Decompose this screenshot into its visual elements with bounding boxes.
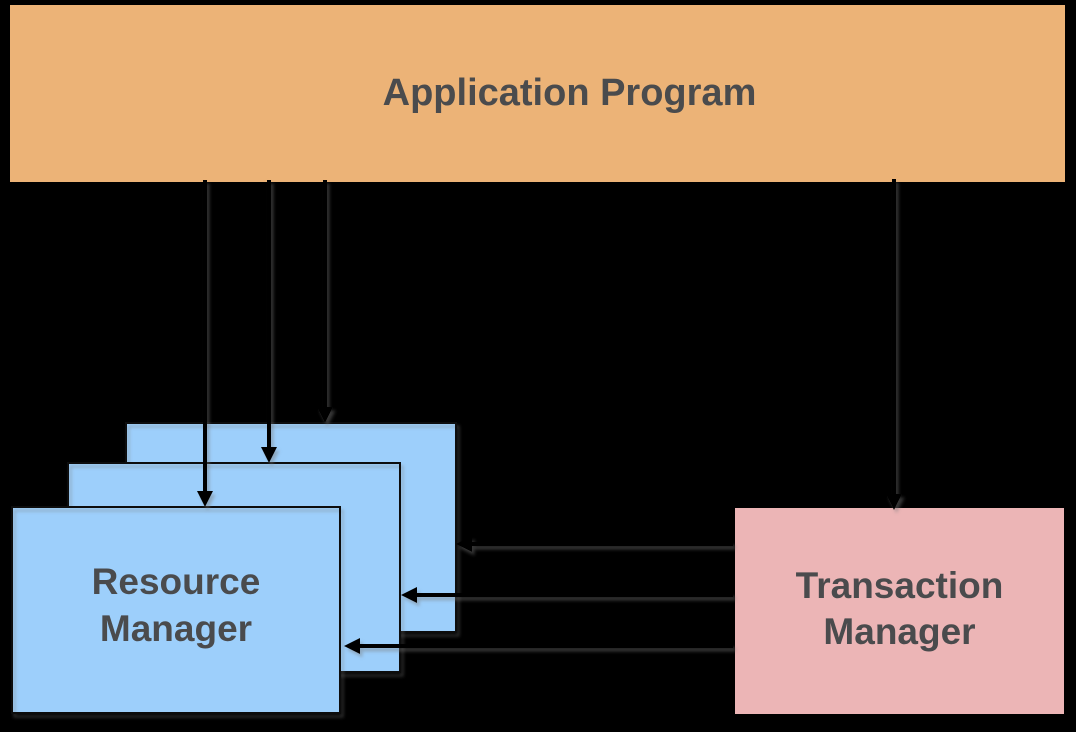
diagram-arrows: [197, 179, 902, 654]
arrow-tm-to-rm-middle: [401, 587, 733, 603]
arrow-ap-to-rm-front: [197, 180, 213, 507]
arrow-tm-to-rm-front: [344, 638, 733, 654]
resource-manager-box-front: [12, 507, 340, 713]
arrow-ap-to-rm-back: [317, 180, 333, 423]
application-program-box: [10, 5, 1065, 182]
resource-manager-box-front-border: [11, 506, 341, 714]
resource-manager-stack: [11, 422, 457, 714]
arrow-ap-to-tm: [886, 179, 902, 510]
transaction-manager-box: [735, 508, 1064, 714]
arrow-ap-to-rm-middle: [261, 180, 277, 463]
arrow-tm-to-rm-back: [456, 536, 733, 552]
